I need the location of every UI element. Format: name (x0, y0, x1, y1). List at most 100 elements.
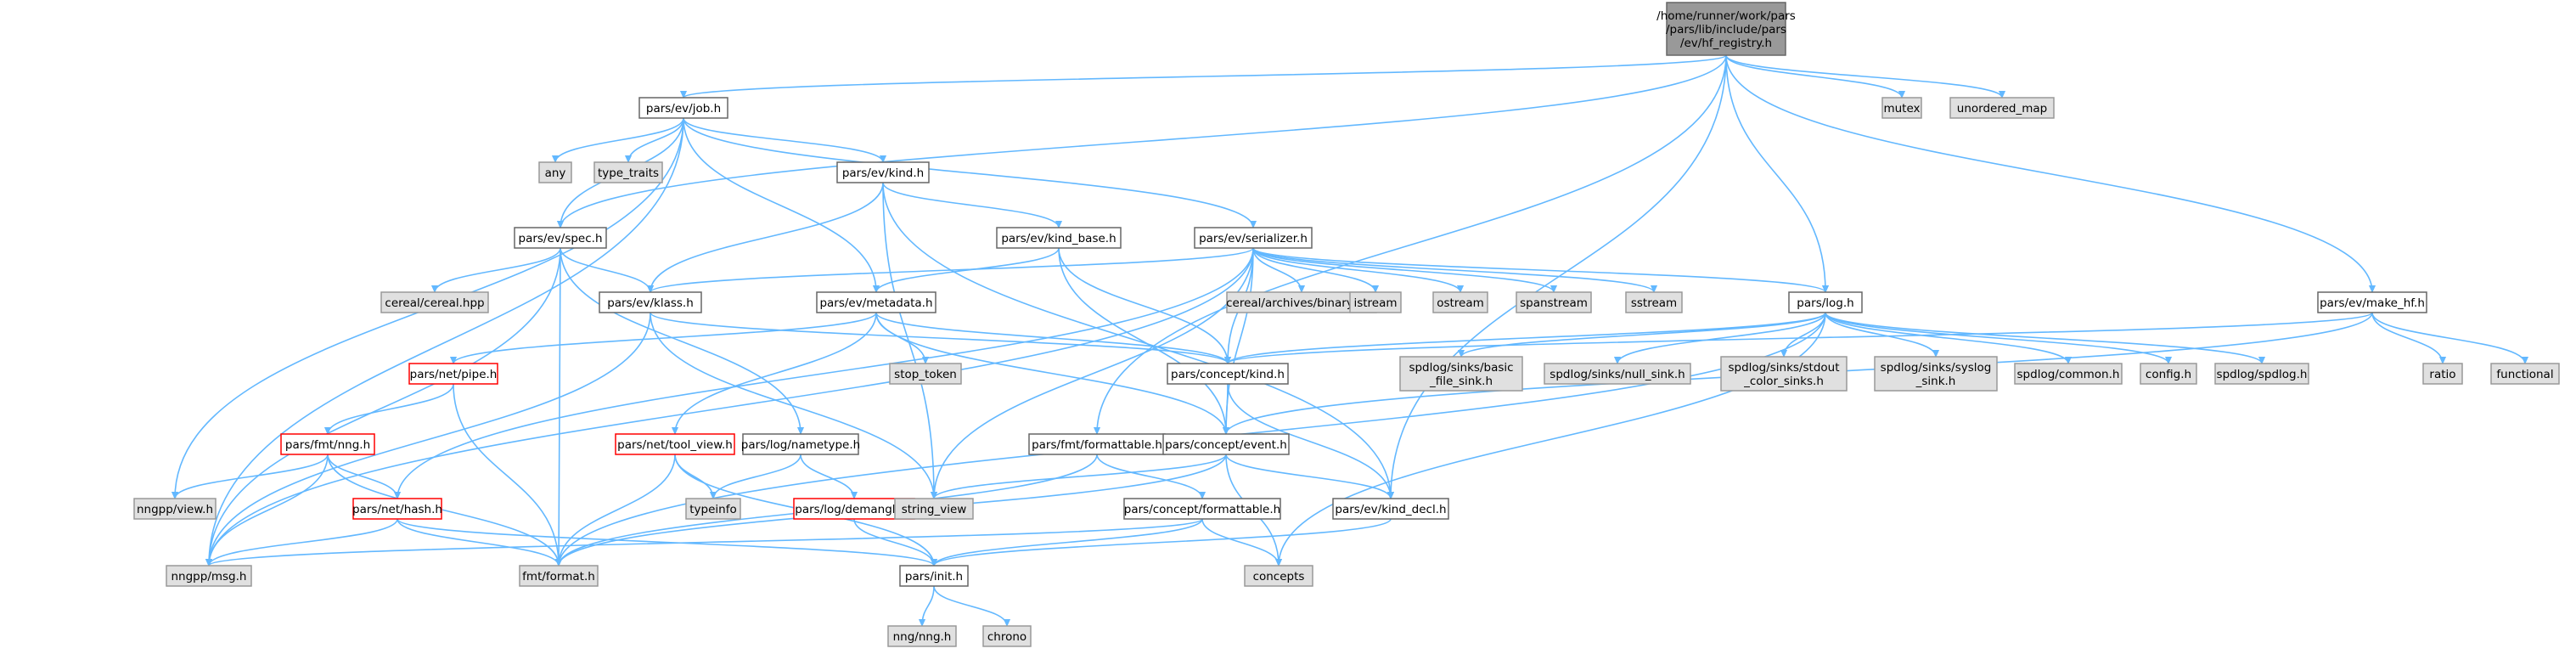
edge-hash-to-init (397, 518, 934, 566)
node-concept_kind[interactable]: pars/concept/kind.h (1167, 363, 1289, 385)
edge-kind_decl-to-init (934, 518, 1392, 566)
node-box (1666, 2, 1786, 56)
edge-job-to-serializer (683, 117, 1253, 228)
node-nng[interactable]: pars/fmt/nng.h (280, 433, 375, 455)
node-metadata[interactable]: pars/ev/metadata.h (816, 291, 936, 313)
node-box (1399, 356, 1523, 392)
node-tool_view[interactable]: pars/net/tool_view.h (615, 433, 735, 455)
node-box (742, 433, 859, 455)
node-box (1544, 363, 1691, 385)
node-ratio: ratio (2422, 363, 2463, 385)
node-label: spanstream (1520, 296, 1588, 310)
node-label: fmt/format.h (522, 570, 595, 584)
node-box (1244, 565, 1313, 587)
node-label: pars/init.h (905, 570, 963, 584)
node-label: istream (1353, 296, 1397, 310)
edge-klass-to-nngmsg (209, 312, 651, 566)
node-klass[interactable]: pars/ev/klass.h (599, 291, 702, 313)
node-label: spdlog/common.h (2017, 368, 2120, 381)
node-label: /pars/lib/include/pars (1666, 23, 1786, 37)
node-label: spdlog/spdlog.h (2217, 368, 2308, 381)
node-box (1949, 97, 2055, 119)
node-label: pars/ev/serializer.h (1199, 232, 1308, 245)
edge-metadata-to-event (875, 312, 1226, 434)
edge-serializer-to-nngmsg (209, 247, 1254, 566)
node-spdlog: spdlog/spdlog.h (2214, 363, 2309, 385)
node-kind_base[interactable]: pars/ev/kind_base.h (996, 227, 1122, 249)
node-pipe[interactable]: pars/net/pipe.h (408, 363, 498, 385)
node-label: pars/ev/kind_base.h (1001, 232, 1116, 245)
node-log[interactable]: pars/log.h (1788, 291, 1863, 313)
node-spec[interactable]: pars/ev/spec.h (514, 227, 607, 249)
node-label: pars/ev/kind.h (842, 166, 924, 180)
node-spanstream: spanstream (1516, 291, 1592, 313)
node-hash[interactable]: pars/net/hash.h (352, 498, 442, 520)
node-type_traits: type_traits (593, 161, 663, 183)
node-box (638, 97, 728, 119)
node-box (1874, 356, 1998, 392)
node-nametype[interactable]: pars/log/nametype.h (741, 433, 860, 455)
edge-serializer-to-klass (650, 247, 1254, 292)
node-init[interactable]: pars/init.h (899, 565, 969, 587)
edge-formattable_concept-to-init (934, 518, 1203, 566)
node-kind_decl[interactable]: pars/ev/kind_decl.h (1332, 498, 1449, 520)
edge-tool_view-to-fmtformat (559, 454, 676, 566)
edge-metadata-to-pipe (453, 312, 877, 364)
node-label: unordered_map (1957, 102, 2047, 116)
node-formattable_fmt[interactable]: pars/fmt/formattable.h (1028, 433, 1166, 455)
node-box (887, 625, 957, 647)
edge-serializer-to-hash (397, 247, 1254, 499)
node-box (1720, 356, 1848, 392)
edge-klass-to-concept_kind (650, 312, 1228, 364)
edge-pipe-to-nng (328, 383, 454, 434)
edge-metadata-to-concept_kind (875, 312, 1228, 364)
node-spdlog_common: spdlog/common.h (2014, 363, 2123, 385)
edge-log-to-basic_file (1461, 312, 1826, 357)
node-box (894, 498, 974, 520)
node-label: pars/ev/job.h (646, 102, 721, 116)
node-kind[interactable]: pars/ev/kind.h (836, 161, 930, 183)
node-box (1625, 291, 1683, 313)
node-label: /ev/hf_registry.h (1680, 37, 1772, 50)
node-serializer[interactable]: pars/ev/serializer.h (1194, 227, 1313, 249)
node-event[interactable]: pars/concept/event.h (1162, 433, 1290, 455)
edge-nng-to-nngview (175, 454, 329, 499)
node-label: pars/ev/spec.h (519, 232, 603, 245)
node-nngnng: nng/nng.h (887, 625, 957, 647)
node-label: spdlog/sinks/syslog (1881, 361, 1992, 375)
edge-metadata-to-tool_view (675, 312, 877, 434)
node-label: _color_sinks.h (1743, 375, 1824, 388)
node-stop_token: stop_token (889, 363, 962, 385)
edge-pipe-to-fmtformat (453, 383, 559, 566)
edge-serializer-to-binary (1252, 247, 1302, 292)
node-make_hf[interactable]: pars/ev/make_hf.h (2317, 291, 2427, 313)
node-label: mutex (1883, 102, 1920, 116)
node-box (1516, 291, 1592, 313)
edge-spec-to-cereal (435, 247, 561, 292)
node-label: pars/ev/klass.h (607, 296, 694, 310)
node-label: cereal/archives/binary.hpp (1226, 296, 1377, 310)
node-nngmsg: nngpp/msg.h (166, 565, 252, 587)
edge-hash-to-fmtformat (397, 518, 559, 566)
node-label: string_view (902, 503, 967, 516)
node-sstream: sstream (1625, 291, 1683, 313)
edge-job-to-any (555, 117, 684, 162)
node-formattable_concept[interactable]: pars/concept/formattable.h (1123, 498, 1281, 520)
node-job[interactable]: pars/ev/job.h (638, 97, 728, 119)
edge-event-to-kind_decl (1225, 454, 1391, 499)
node-box (1881, 97, 1922, 119)
edge-demangle-to-init (853, 518, 934, 566)
edge-tool_view-to-typeinfo (674, 454, 713, 499)
node-box (1332, 498, 1449, 520)
edge-root-to-make_hf (1725, 54, 2372, 292)
node-label: type_traits (598, 166, 659, 180)
node-root[interactable]: /home/runner/work/pars/pars/lib/include/… (1656, 2, 1796, 56)
node-box (2014, 363, 2123, 385)
node-label: pars/log/demangle.h (795, 503, 913, 516)
node-any: any (538, 161, 572, 183)
edge-nng-to-nngmsg (209, 454, 329, 566)
node-label: ostream (1437, 296, 1484, 310)
node-label: spdlog/sinks/stdout (1728, 361, 1839, 375)
node-box (133, 498, 217, 520)
node-label: pars/concept/event.h (1165, 438, 1287, 452)
